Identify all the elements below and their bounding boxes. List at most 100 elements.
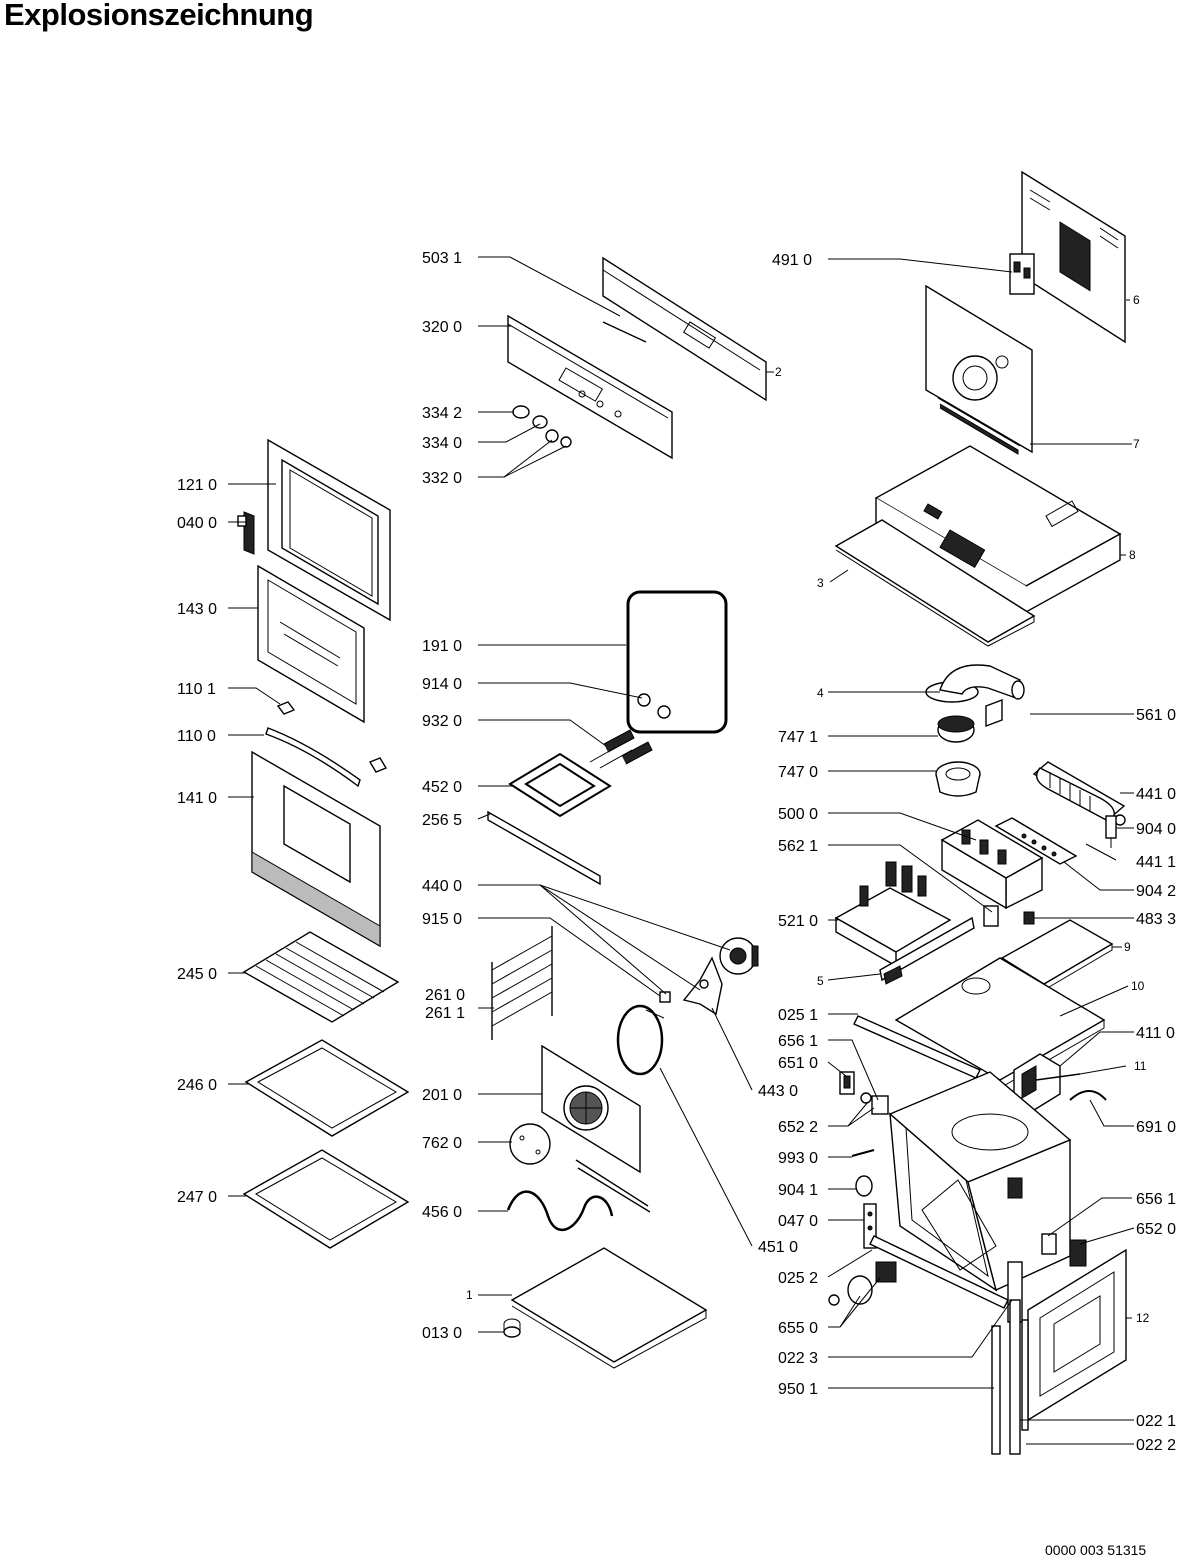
part-label: 247 0: [177, 1189, 217, 1206]
page-title: Explosionszeichnung: [4, 0, 314, 32]
part-label: 950 1: [778, 1381, 818, 1398]
knobs-part: [512, 405, 572, 448]
seal-strip-part: [991, 1325, 1001, 1455]
part-label: 9: [1124, 940, 1131, 954]
part-label: 500 0: [778, 806, 818, 823]
screw-and-cap-part: [851, 1149, 875, 1197]
fan-cover-part: [541, 1044, 641, 1174]
part-label: 521 0: [778, 913, 818, 930]
fan-guard-ring-part: [616, 1004, 665, 1076]
part-label: 993 0: [778, 1150, 818, 1167]
lower-rail-part: [869, 1235, 1009, 1309]
part-label: 656 1: [778, 1033, 818, 1050]
lower-heating-element-part: [506, 1159, 651, 1232]
part-label: 904 0: [1136, 821, 1176, 838]
part-label: 652 2: [778, 1119, 818, 1136]
filter-holder-part: [935, 761, 981, 797]
part-label: 022 3: [778, 1350, 818, 1367]
part-label: 483 3: [1136, 911, 1176, 928]
part-label: 452 0: [422, 779, 462, 796]
part-label: 561 0: [1136, 707, 1176, 724]
fan-housing-part: [925, 664, 1025, 703]
part-label: 8: [1129, 548, 1136, 562]
foot-part: [503, 1318, 521, 1338]
part-label: 246 0: [177, 1077, 217, 1094]
part-label: 411 0: [1136, 1025, 1175, 1042]
part-label: 047 0: [778, 1213, 818, 1230]
front-strip-part: [1009, 1299, 1029, 1455]
baking-tray-part: [244, 1039, 410, 1137]
part-label: 451 0: [758, 1239, 798, 1256]
part-label: 651 0: [778, 1055, 818, 1072]
part-label: 491 0: [772, 252, 812, 269]
grill-element-part: [508, 743, 633, 818]
cable-clip-part: [1035, 1073, 1107, 1101]
part-label: 261 1: [425, 1005, 465, 1022]
part-label: 4: [817, 686, 824, 700]
part-label: 12: [1136, 1311, 1150, 1325]
terminal-block-part: [1009, 253, 1035, 295]
fan-bracket-part: [985, 698, 1003, 728]
wire-shelf-part: [242, 931, 400, 1023]
part-label: 332 0: [422, 470, 462, 487]
tangential-fan-part: [1032, 761, 1126, 826]
part-label: 10: [1131, 979, 1145, 993]
fan-blade-part: [659, 956, 723, 1016]
part-label: 334 2: [422, 405, 462, 422]
part-label: 110 1: [177, 681, 216, 698]
lamp-assembly-part: [839, 1071, 889, 1115]
part-label: 656 1: [1136, 1191, 1176, 1208]
cover-disc-part: [509, 1123, 551, 1165]
leader-lines: [228, 256, 1135, 1445]
part-label: 191 0: [422, 638, 462, 655]
relay-board-part: [834, 861, 952, 968]
connector-strip-part: [994, 817, 1078, 865]
part-label: 1: [466, 1288, 473, 1302]
part-label: 256 5: [422, 812, 462, 829]
part-label: 932 0: [422, 713, 462, 730]
rack-guides-part: [491, 926, 553, 1040]
part-label: 121 0: [177, 477, 217, 494]
door-frame-part: [267, 438, 391, 622]
side-panel-part: [1027, 1248, 1127, 1422]
part-label: 334 0: [422, 435, 462, 452]
part-label: 143 0: [177, 601, 217, 618]
part-label: 261 0: [425, 987, 465, 1004]
part-label: 6: [1133, 293, 1140, 307]
part-label: 040 0: [177, 515, 217, 532]
part-label: 456 0: [422, 1204, 462, 1221]
part-label: 025 2: [778, 1270, 818, 1287]
bracket-part: [1013, 1053, 1061, 1111]
control-panel-frame-part: [602, 256, 767, 402]
part-label: 915 0: [422, 911, 462, 928]
clip-part: [276, 701, 388, 773]
part-label: 443 0: [758, 1083, 798, 1100]
part-labels: 503 1 320 0 334 2 334 0 332 0 491 0 2 6 …: [177, 250, 1176, 1454]
part-label: 141 0: [177, 790, 217, 807]
insulation-plate-part: [834, 519, 1036, 647]
part-label: 320 0: [422, 319, 462, 336]
part-label: 245 0: [177, 966, 217, 983]
part-label: 904 1: [778, 1182, 818, 1199]
control-panel-part: [507, 314, 673, 460]
document-number: 0000 003 51315: [1045, 1542, 1147, 1558]
part-label: 652 0: [1136, 1221, 1176, 1238]
part-label: 110 0: [177, 728, 216, 745]
part-label: 914 0: [422, 676, 462, 693]
floor-plate-part: [510, 1247, 708, 1369]
part-label: 013 0: [422, 1325, 462, 1342]
part-label: 022 1: [1136, 1413, 1176, 1430]
part-label: 747 0: [778, 764, 818, 781]
electronic-module-part: [940, 819, 1044, 910]
back-panel-part: [1021, 170, 1126, 344]
door-seal-part: [626, 590, 728, 734]
top-cover-part: [874, 445, 1122, 613]
thermostat-part: [828, 1261, 897, 1306]
part-label: 11: [1134, 1059, 1147, 1073]
part-label: 691 0: [1136, 1119, 1176, 1136]
hinge-part: [237, 511, 255, 555]
part-label: 904 2: [1136, 883, 1176, 900]
part-label: 201 0: [422, 1087, 462, 1104]
part-label: 7: [1133, 437, 1140, 451]
part-label: 441 1: [1136, 854, 1176, 871]
